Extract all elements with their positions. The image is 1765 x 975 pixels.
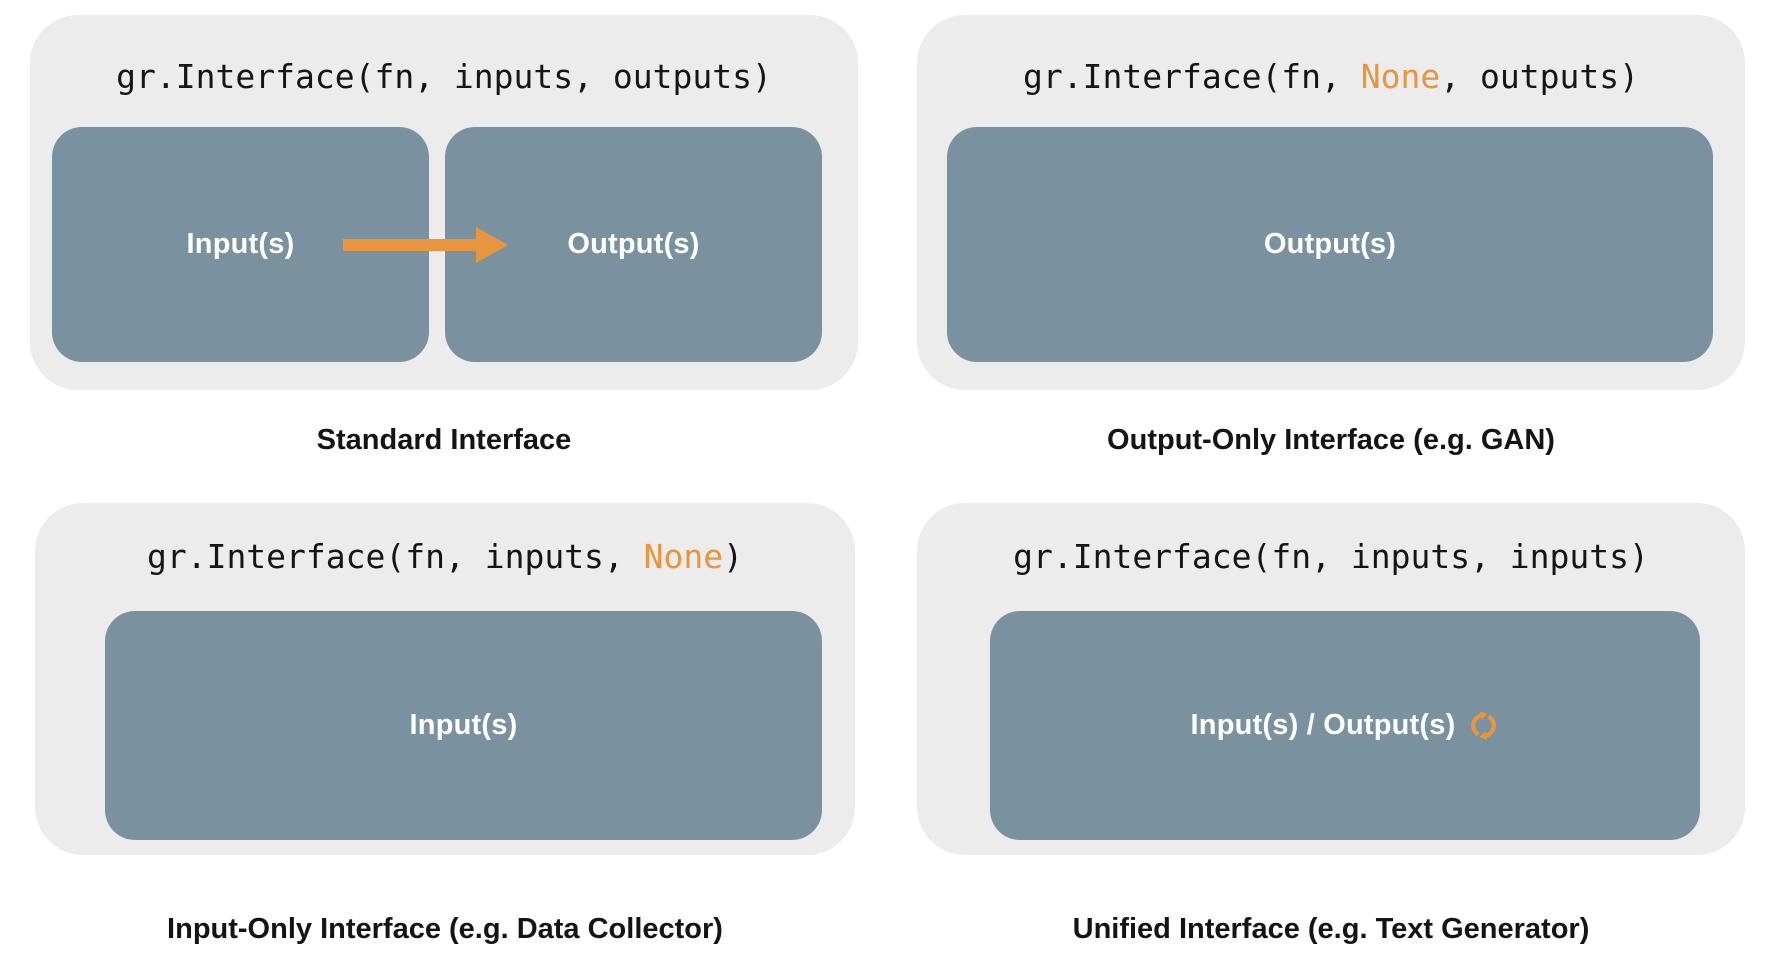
code-post: ): [723, 537, 744, 576]
code-snippet: gr.Interface(fn, inputs, outputs): [30, 15, 858, 97]
code-snippet: gr.Interface(fn, None, outputs): [917, 15, 1745, 97]
panel-caption: Unified Interface (e.g. Text Generator): [1072, 913, 1590, 945]
code-post: , outputs): [1440, 57, 1639, 96]
code-pre: gr.Interface(fn, inputs,: [146, 537, 644, 576]
panel-standard: gr.Interface(fn, inputs, outputs) Input(…: [30, 15, 858, 458]
code-pre: gr.Interface(fn, inputs, inputs): [1013, 537, 1649, 576]
io-box: Input(s) / Output(s): [990, 611, 1700, 840]
panel-unified: gr.Interface(fn, inputs, inputs) Input(s…: [917, 503, 1745, 947]
panel-caption: Standard Interface: [316, 424, 572, 456]
code-snippet: gr.Interface(fn, inputs, None): [35, 503, 855, 577]
box-label: Output(s): [1263, 228, 1397, 260]
panel-caption: Input-Only Interface (e.g. Data Collecto…: [167, 913, 723, 945]
code-pre: gr.Interface(fn,: [1023, 57, 1361, 96]
code-snippet: gr.Interface(fn, inputs, inputs): [917, 503, 1745, 577]
refresh-icon: [1468, 710, 1497, 740]
io-boxes: Input(s) / Output(s): [990, 611, 1700, 840]
panel-output-only: gr.Interface(fn, None, outputs) Output(s…: [917, 15, 1745, 458]
panel-card: gr.Interface(fn, None, outputs) Output(s…: [917, 15, 1745, 390]
panel-caption: Output-Only Interface (e.g. GAN): [1107, 424, 1555, 456]
io-boxes: Input(s) Output(s): [52, 127, 822, 362]
box-label: Input(s): [409, 709, 518, 741]
arrow-right-icon: [343, 226, 508, 263]
output-box: Output(s): [947, 127, 1713, 362]
panel-card: gr.Interface(fn, inputs, outputs) Input(…: [30, 15, 858, 390]
code-highlight: None: [643, 537, 724, 576]
panel-card: gr.Interface(fn, inputs, inputs) Input(s…: [917, 503, 1745, 855]
code-pre: gr.Interface(fn, inputs, outputs): [116, 57, 772, 96]
io-boxes: Input(s): [105, 611, 822, 840]
panel-card: gr.Interface(fn, inputs, None) Input(s): [35, 503, 855, 855]
box-label: Input(s): [186, 228, 295, 260]
io-boxes: Output(s): [947, 127, 1713, 362]
code-highlight: None: [1360, 57, 1441, 96]
box-label: Output(s): [567, 228, 700, 260]
input-box: Input(s): [105, 611, 822, 840]
box-label-group: Input(s) / Output(s): [1191, 709, 1500, 742]
panel-input-only: gr.Interface(fn, inputs, None) Input(s) …: [35, 503, 855, 947]
box-label: Input(s) / Output(s): [1190, 709, 1456, 741]
